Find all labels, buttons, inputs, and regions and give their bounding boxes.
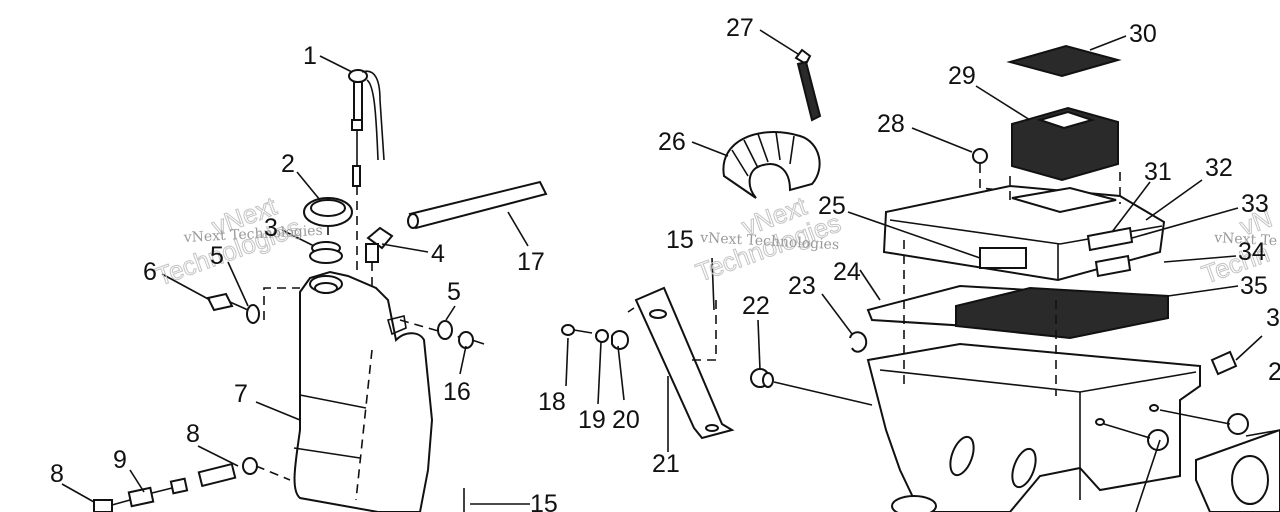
callout-8-left: 8 <box>50 460 64 488</box>
callout-5-right: 5 <box>447 278 461 306</box>
callout-32: 32 <box>1205 154 1233 182</box>
part-8-9-fuel-line <box>93 457 291 512</box>
callout-27: 27 <box>726 14 754 42</box>
callout-29: 29 <box>948 62 976 90</box>
part-1-sender <box>348 69 385 187</box>
callout-7: 7 <box>234 380 248 408</box>
callout-21: 21 <box>652 450 680 478</box>
airbox-base <box>866 240 1201 512</box>
callout-9: 9 <box>113 446 127 474</box>
part-29-filter-element <box>1011 106 1119 182</box>
watermark-company-right: vNext Te <box>1213 230 1278 249</box>
part-16-nut <box>458 331 474 349</box>
callout-26: 26 <box>658 128 686 156</box>
callout-28: 28 <box>877 110 905 138</box>
callout-15-bottom: 15 <box>530 490 558 512</box>
callout-16: 16 <box>443 378 471 406</box>
callout-24: 24 <box>833 258 861 286</box>
watermark-company-mid: vNext Technologies <box>699 230 840 253</box>
part-22-grommet <box>750 368 873 406</box>
callout-2: 2 <box>281 150 295 178</box>
callout-19: 19 <box>578 406 606 434</box>
callout-1: 1 <box>303 42 317 70</box>
callout-30: 30 <box>1129 20 1157 48</box>
part-18-bolt <box>561 324 593 336</box>
watermark-company-left: vNext Technologies <box>182 223 323 246</box>
part-5-washer-right <box>437 320 453 340</box>
callout-17: 17 <box>517 248 545 276</box>
part-7-tank <box>293 270 434 512</box>
part-23-clip <box>849 331 868 353</box>
part-3-gasket <box>309 241 343 264</box>
callout-3-right-edge: 3 <box>1266 304 1280 332</box>
callout-35: 35 <box>1240 272 1268 300</box>
part-5-washer-left <box>246 304 260 324</box>
callout-18: 18 <box>538 388 566 416</box>
callout-20: 20 <box>612 406 640 434</box>
part-19-washer <box>595 329 609 343</box>
part-25-airbox-lid <box>882 172 1166 282</box>
part-4-elbow <box>365 226 394 263</box>
leader-lines <box>61 29 1263 505</box>
part-2-cap <box>303 197 353 227</box>
tank-assembly <box>93 69 548 512</box>
part-20-clip <box>611 330 630 350</box>
callout-31: 31 <box>1144 158 1172 186</box>
callout-25: 25 <box>818 192 846 220</box>
callout-33: 33 <box>1241 190 1269 218</box>
right-hardware-fragments <box>1103 350 1280 512</box>
callout-23: 23 <box>788 272 816 300</box>
callout-4: 4 <box>431 240 445 268</box>
callout-2-right-edge: 2 <box>1268 358 1280 386</box>
part-17-hose <box>407 180 548 230</box>
callout-6: 6 <box>143 258 157 286</box>
part-26-intake-hose <box>722 131 821 199</box>
part-35-foam-filter <box>955 286 1169 340</box>
part-30-top-foam <box>1006 44 1122 78</box>
bracket-assembly <box>561 286 873 440</box>
callout-22: 22 <box>742 292 770 320</box>
part-6-bolt <box>206 292 249 312</box>
callout-5-left: 5 <box>210 242 224 270</box>
callouts: 1 2 3 4 5 5 6 7 8 8 9 15 15 16 17 18 19 … <box>50 14 1280 512</box>
airbox-assembly <box>722 44 1280 512</box>
part-21-bracket <box>634 286 735 440</box>
callout-8-top: 8 <box>186 420 200 448</box>
part-27-strap <box>794 48 822 122</box>
callout-15-top: 15 <box>666 226 694 254</box>
callout-34: 34 <box>1238 238 1266 266</box>
callout-3: 3 <box>264 214 278 242</box>
